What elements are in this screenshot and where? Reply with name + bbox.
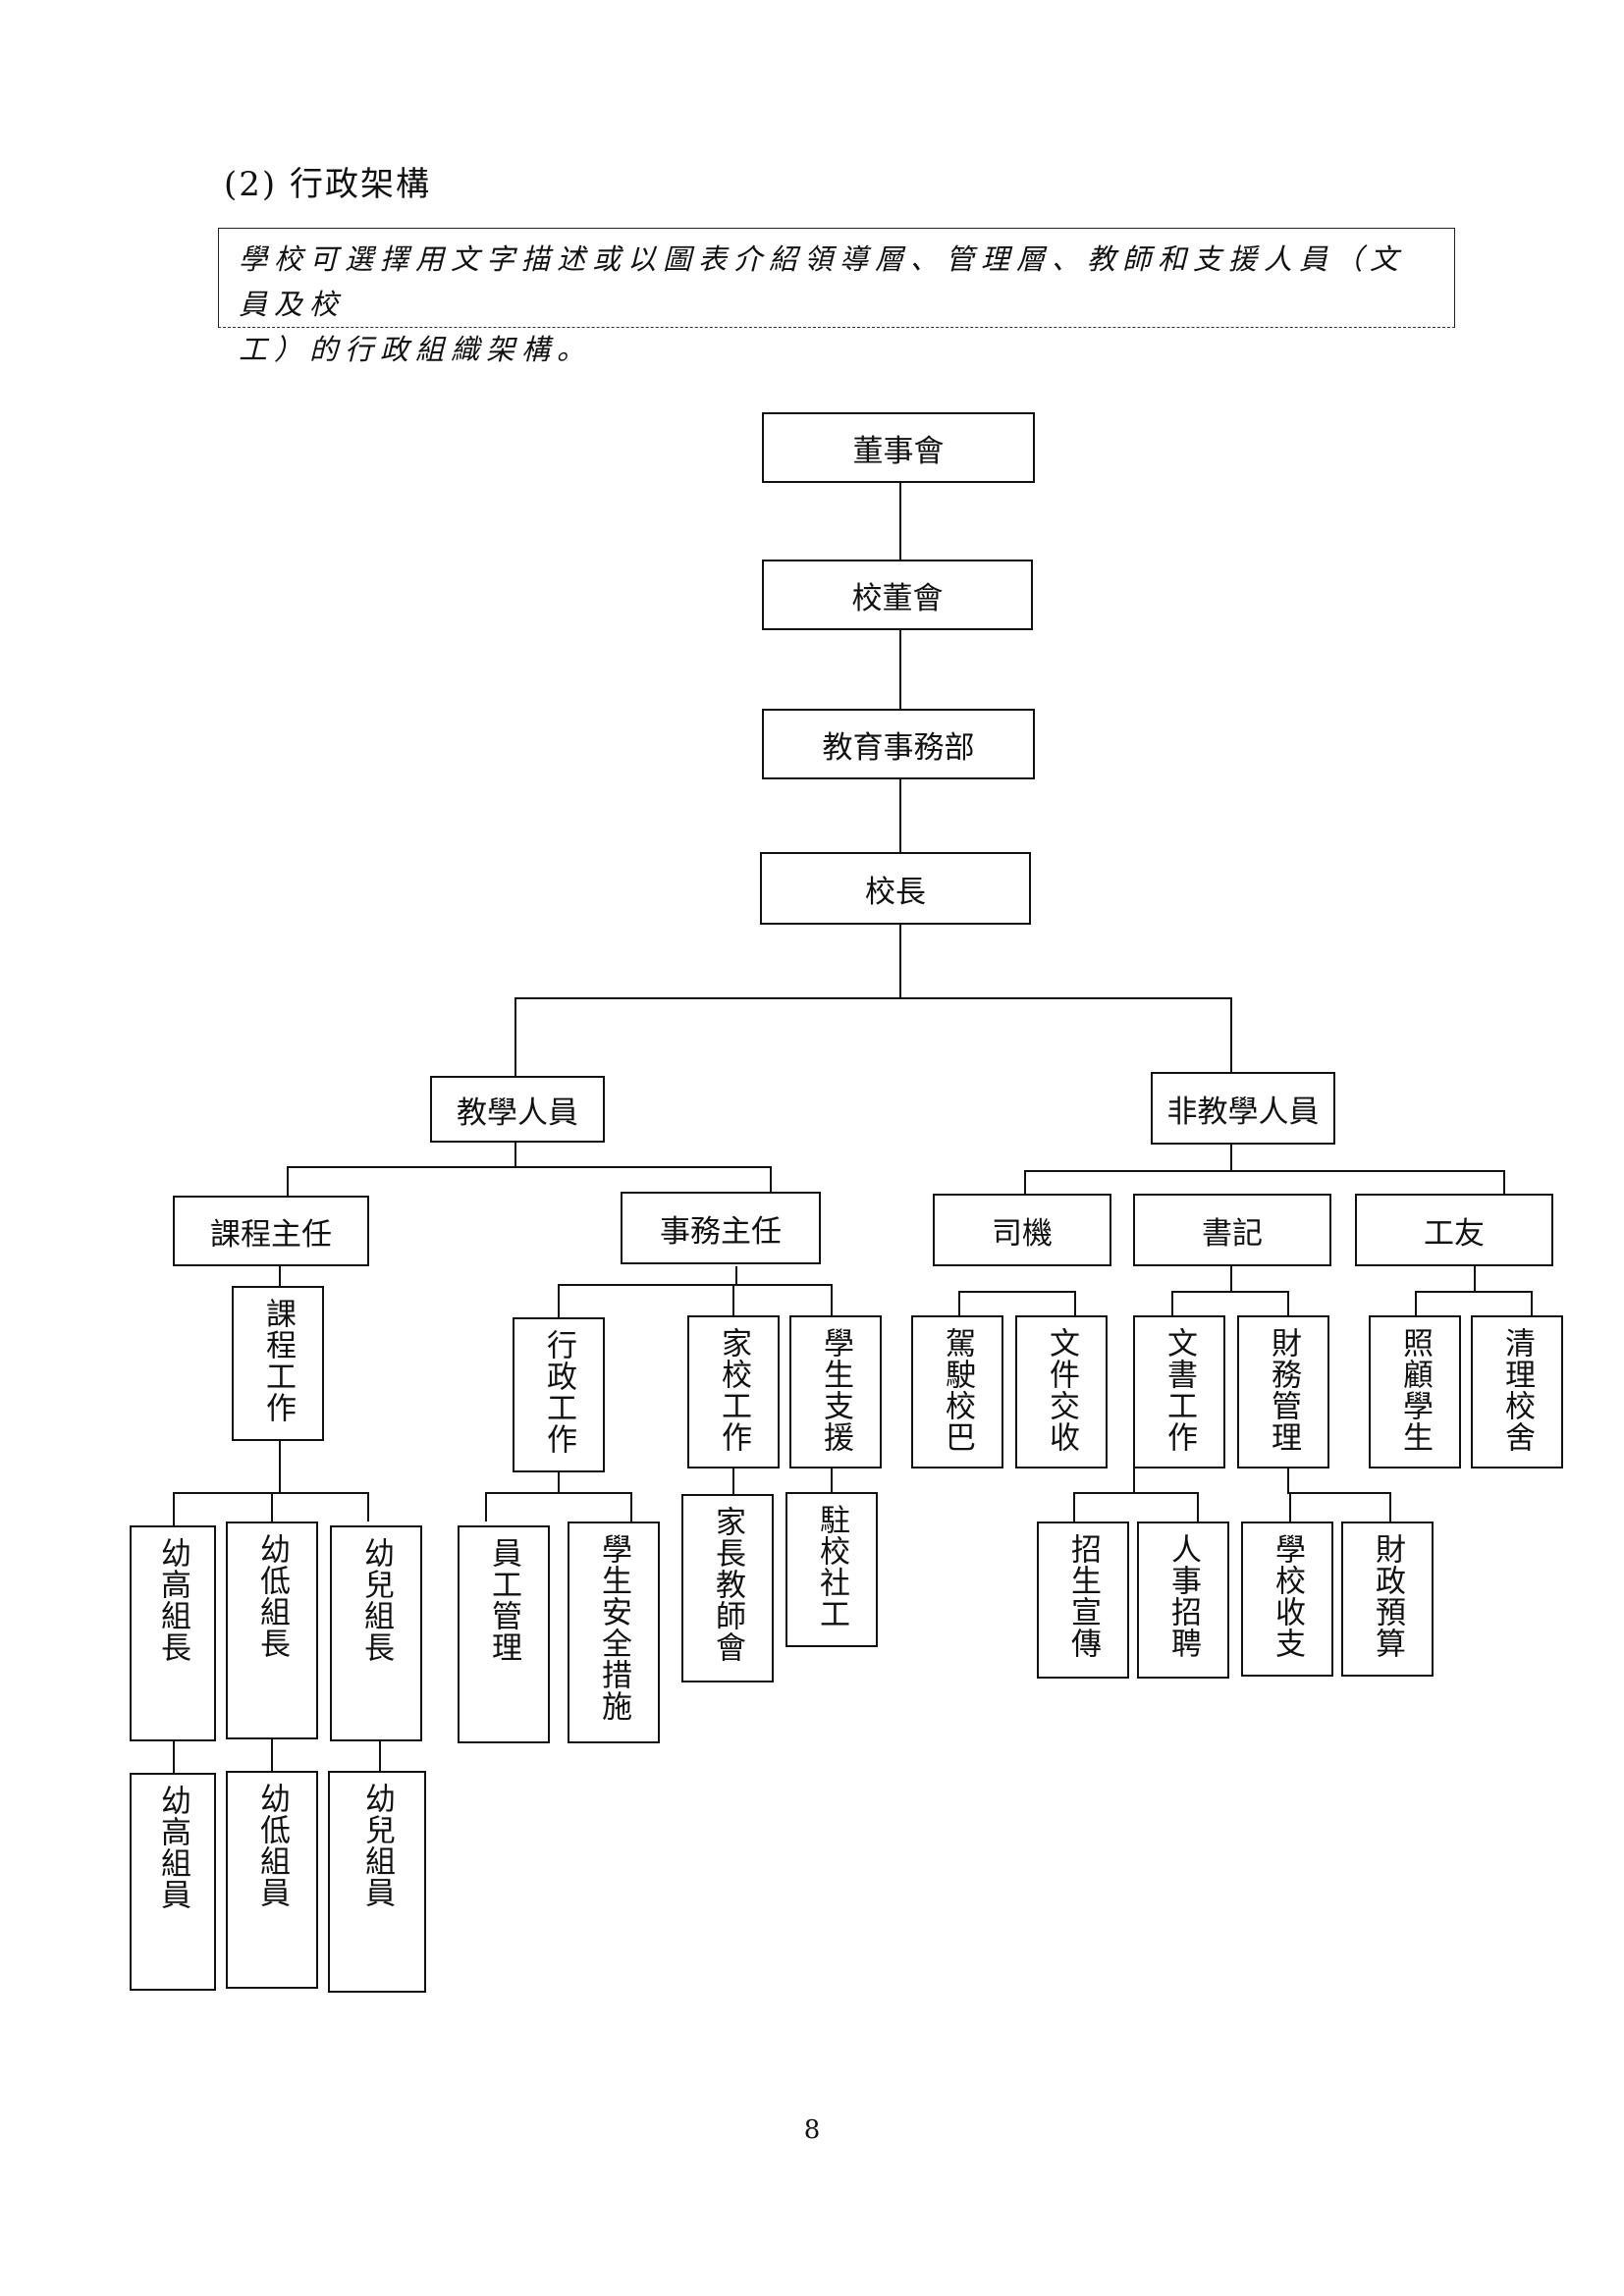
node-student-support: 學生支援 bbox=[789, 1315, 882, 1468]
node-admin-work: 行政工作 bbox=[513, 1317, 605, 1472]
node-school-board: 校董會 bbox=[762, 560, 1033, 630]
node-k2-member: 幼低組員 bbox=[226, 1771, 318, 1989]
node-janitor: 工友 bbox=[1355, 1194, 1553, 1266]
node-curriculum-head: 課程主任 bbox=[173, 1196, 369, 1266]
node-k1-leader: 幼兒組長 bbox=[330, 1525, 422, 1741]
node-k1-member: 幼兒組員 bbox=[328, 1771, 426, 1993]
node-social-worker: 駐校社工 bbox=[785, 1492, 878, 1647]
node-education-dept: 教育事務部 bbox=[762, 709, 1035, 779]
node-pta: 家長教師會 bbox=[681, 1494, 774, 1682]
node-teaching-staff: 教學人員 bbox=[430, 1076, 605, 1143]
node-student-safety: 學生安全措施 bbox=[568, 1522, 660, 1743]
node-board: 董事會 bbox=[762, 412, 1035, 483]
node-k2-leader: 幼低組長 bbox=[226, 1522, 318, 1739]
node-driver: 司機 bbox=[933, 1194, 1111, 1266]
page-number: 8 bbox=[803, 2115, 821, 2145]
section-heading: (2) 行政架構 bbox=[224, 165, 431, 204]
node-k3-leader: 幼高組長 bbox=[130, 1525, 216, 1741]
instruction-note: 學校可選擇用文字描述或以圖表介紹領導層、管理層、教師和支援人員（文員及校 工）的… bbox=[218, 228, 1455, 366]
node-recruitment: 人事招聘 bbox=[1137, 1522, 1229, 1679]
node-clerical-work: 文書工作 bbox=[1133, 1315, 1225, 1468]
node-clean-school: 清理校舍 bbox=[1471, 1315, 1563, 1468]
node-principal: 校長 bbox=[760, 852, 1031, 925]
node-promotion: 招生宣傳 bbox=[1037, 1522, 1129, 1679]
node-clerk: 書記 bbox=[1133, 1194, 1331, 1266]
node-budget: 財政預算 bbox=[1341, 1522, 1434, 1677]
node-k3-member: 幼高組員 bbox=[130, 1773, 216, 1991]
node-doc-delivery: 文件交收 bbox=[1015, 1315, 1108, 1468]
node-drive-bus: 駕駛校巴 bbox=[911, 1315, 1003, 1468]
node-curriculum-work: 課程工作 bbox=[232, 1286, 324, 1441]
node-school-fees: 學校收支 bbox=[1241, 1522, 1333, 1677]
node-home-school-work: 家校工作 bbox=[687, 1315, 780, 1468]
node-finance-mgmt: 財務管理 bbox=[1237, 1315, 1329, 1468]
node-staff-mgmt: 員工管理 bbox=[458, 1525, 550, 1743]
node-care-students: 照顧學生 bbox=[1369, 1315, 1461, 1468]
note-line-2: 工）的行政組織架構。 bbox=[239, 333, 593, 366]
node-non-teaching-staff: 非教學人員 bbox=[1151, 1072, 1335, 1145]
node-affairs-head: 事務主任 bbox=[621, 1192, 821, 1264]
note-line-1: 學校可選擇用文字描述或以圖表介紹領導層、管理層、教師和支援人員（文員及校 bbox=[239, 242, 1406, 321]
